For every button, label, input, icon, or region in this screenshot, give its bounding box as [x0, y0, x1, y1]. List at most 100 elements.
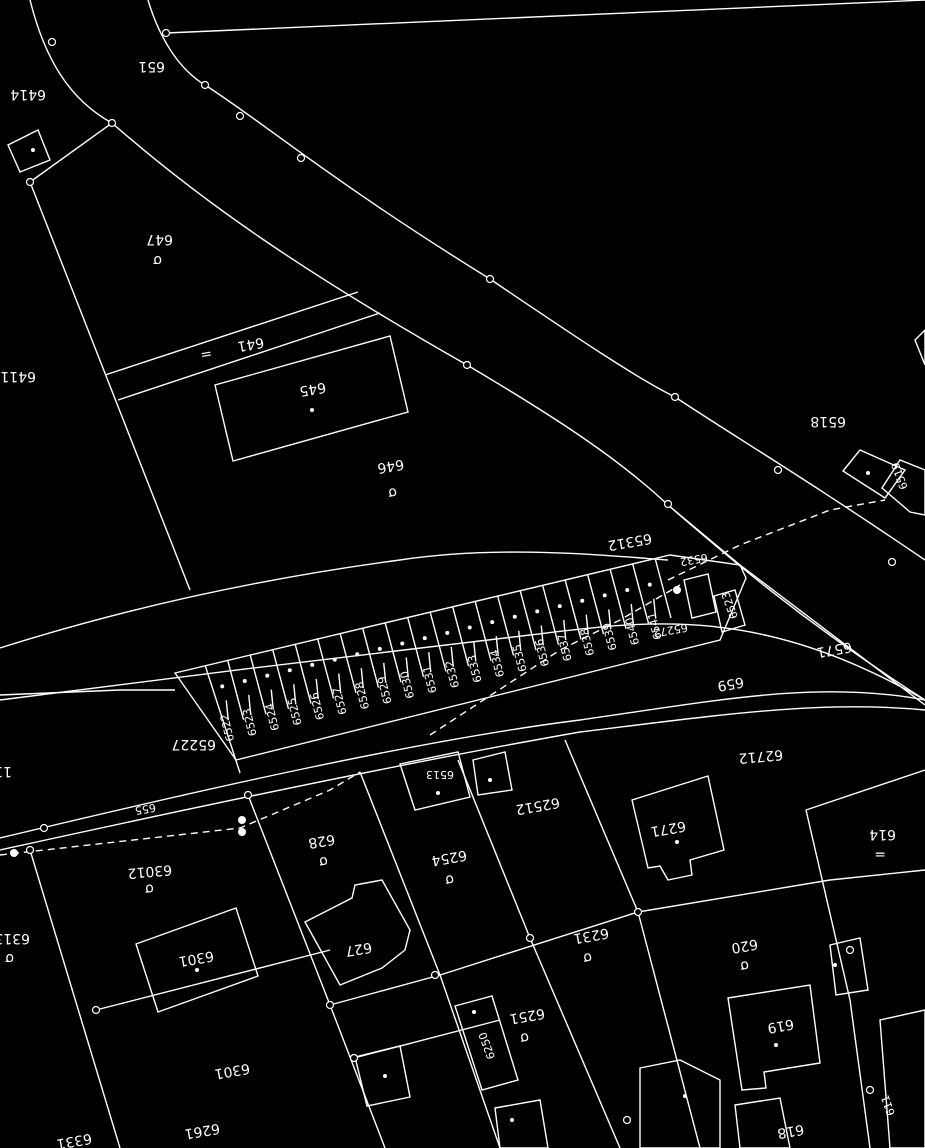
label-6519: 6519 — [889, 461, 911, 492]
label-65227: 65227 — [171, 736, 216, 752]
garage-point — [580, 598, 585, 603]
garage-point — [467, 625, 472, 630]
garage-arrow — [360, 668, 364, 689]
label-6254-sym: σ — [444, 871, 456, 888]
garage-arrow — [293, 684, 297, 705]
label-6301-bldg: 6301 — [177, 947, 215, 969]
garage-arrow — [428, 652, 432, 673]
label-11: 11 — [0, 763, 12, 779]
label-614-sym: = — [874, 846, 886, 862]
garage-arrow — [563, 620, 567, 641]
label-659: 659 — [716, 673, 745, 693]
label-6271: 6271 — [649, 817, 687, 839]
garage-point — [355, 652, 360, 657]
survey-points — [10, 28, 897, 1125]
label-6523-box: 6523 — [719, 590, 741, 621]
garage-divider — [451, 605, 470, 667]
label-641: 641 — [236, 334, 265, 354]
garage-divider — [249, 654, 267, 715]
garage-label: 6525 — [285, 696, 304, 726]
garage-divider — [496, 595, 515, 656]
garage-arrow — [315, 678, 319, 699]
garage-point — [265, 673, 270, 678]
label-6231: 6231 — [572, 924, 610, 946]
label-628-sym: σ — [318, 853, 330, 870]
label-6250: 6250 — [476, 1030, 498, 1061]
garage-arrow — [270, 689, 274, 710]
label-647-sym: σ — [153, 252, 162, 268]
garage-point — [332, 657, 337, 662]
garage-arrow — [495, 636, 499, 657]
garage-point — [310, 662, 315, 667]
garage-point — [625, 588, 630, 593]
label-6411: 6411 — [0, 368, 36, 384]
garage-divider — [474, 600, 492, 661]
garage-divider — [631, 563, 650, 624]
garage-arrow — [630, 603, 634, 625]
label-646-sym: σ — [387, 484, 399, 501]
label-6313: 6313 — [0, 930, 30, 946]
garage-point — [445, 630, 450, 635]
parcel-labels: 651 6414 647 σ 641 = 645 646 σ 6411 6531… — [0, 58, 911, 1148]
label-62712: 62712 — [738, 746, 784, 766]
garage-arrow — [473, 641, 477, 662]
garage-divider — [316, 638, 335, 699]
label-65272: 65272 — [652, 621, 689, 640]
garage-divider — [294, 643, 312, 704]
garage-label: 6528 — [353, 680, 372, 710]
garage-point — [490, 620, 495, 625]
garage-label: 6536 — [533, 638, 552, 668]
garage-label: 6527 — [330, 686, 349, 716]
label-6331: 6331 — [55, 1130, 93, 1148]
garage-label: 6535 — [510, 643, 529, 673]
garage-arrow — [653, 598, 657, 619]
label-6254: 6254 — [430, 846, 468, 868]
garage-point — [602, 593, 607, 598]
label-655: 655 — [134, 801, 157, 817]
label-645: 645 — [298, 379, 327, 399]
garage-point — [242, 678, 247, 683]
garage-point — [220, 684, 225, 689]
label-6532: 6532 — [679, 551, 709, 569]
label-620: 620 — [730, 935, 759, 955]
garage-arrow — [540, 625, 544, 646]
garage-divider — [271, 648, 290, 710]
garage-point — [647, 582, 652, 587]
garage-label: 6533 — [465, 654, 484, 684]
garage-divider — [541, 584, 560, 645]
label-65312: 65312 — [606, 530, 653, 553]
label-62512: 62512 — [514, 794, 561, 817]
label-618: 618 — [776, 1121, 805, 1141]
garage-point — [422, 636, 427, 641]
garage-divider — [384, 622, 402, 683]
garage-point — [377, 646, 382, 651]
garage-divider — [406, 616, 425, 678]
garage-label: 6537 — [555, 632, 574, 662]
garage-label: 6540 — [623, 616, 642, 646]
garage-point — [400, 641, 405, 646]
garage-arrow — [608, 609, 612, 630]
garage-label: 6529 — [375, 675, 394, 705]
garage-point — [512, 614, 517, 619]
label-63012-sym: σ — [144, 880, 154, 897]
garage-arrow — [405, 657, 409, 678]
garage-label: 6530 — [398, 670, 417, 700]
label-6251-sym: σ — [519, 1029, 531, 1046]
label-614: 614 — [869, 826, 896, 842]
garage-divider — [586, 573, 605, 635]
garage-divider — [226, 659, 245, 720]
label-627: 627 — [344, 939, 373, 959]
garage-divider — [609, 568, 627, 629]
garage-arrow — [585, 614, 589, 635]
garage-arrow — [225, 700, 229, 721]
label-6231-sym: σ — [582, 949, 594, 966]
label-6313-sym: σ — [5, 950, 14, 966]
garage-arrow — [248, 694, 252, 716]
garage-divider — [519, 589, 537, 651]
label-6571: 6571 — [815, 638, 853, 660]
garage-divider — [654, 557, 672, 619]
garage-label: 6532 — [443, 659, 462, 689]
label-619: 619 — [766, 1015, 795, 1035]
garage-label: 6526 — [308, 691, 327, 721]
